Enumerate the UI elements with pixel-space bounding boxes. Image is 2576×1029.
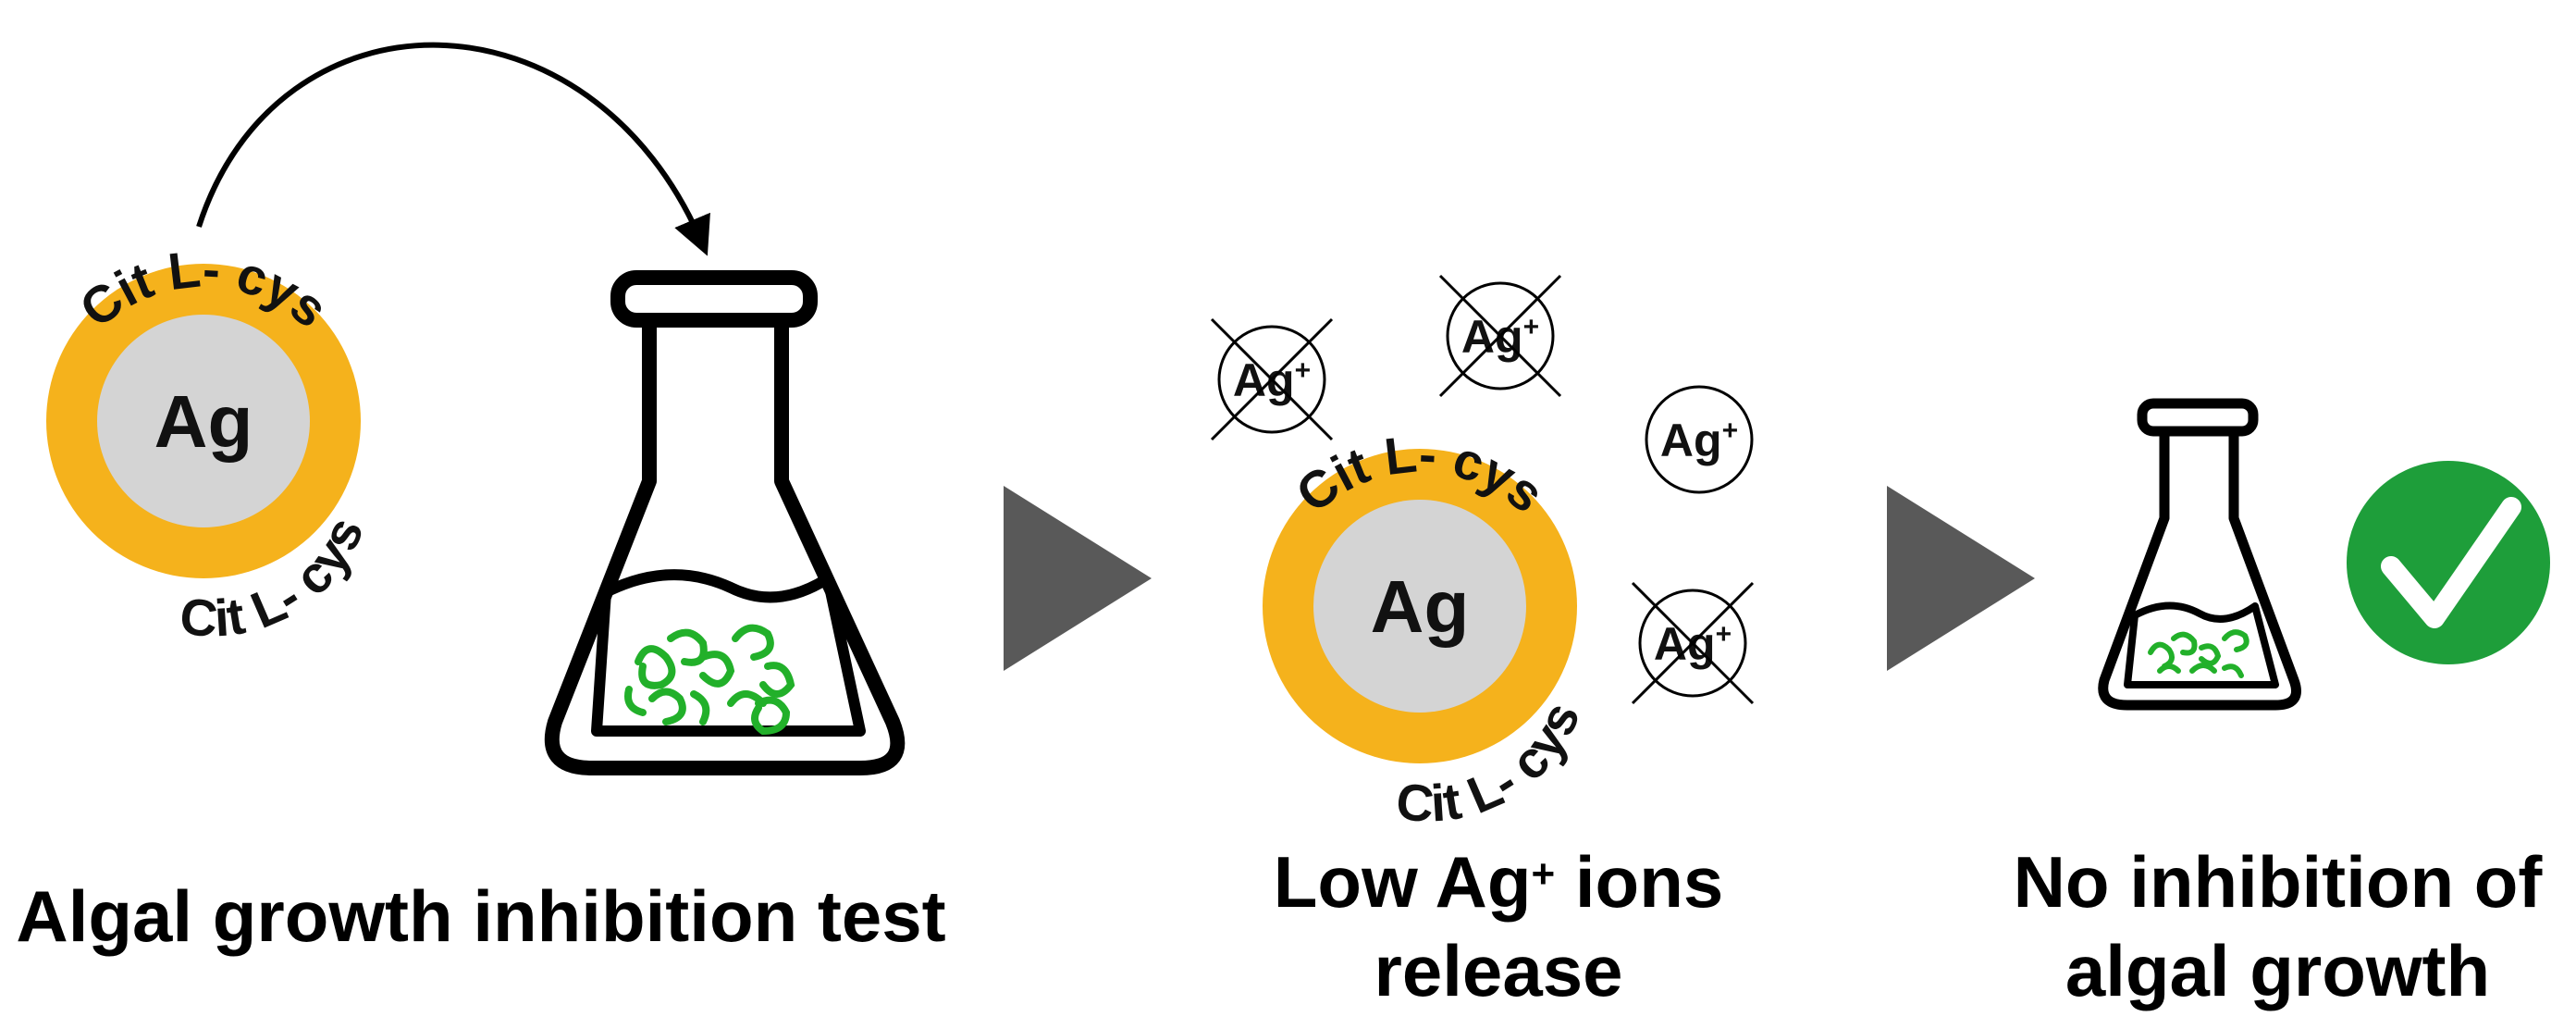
ion-crossed-3: Ag+ (1631, 581, 1755, 705)
caption-step2-line1: Low Ag+ ions (1273, 841, 1724, 923)
caption-step3-line1: No inhibition of (2013, 841, 2543, 923)
flask-liquid-outline (2124, 601, 2279, 688)
cross-line (1438, 274, 1562, 398)
caption-low-ion-release: Low Ag+ ions release (1165, 837, 1831, 1015)
caption-step3-line2: algal growth (2064, 930, 2491, 1011)
algae-small (2148, 629, 2249, 678)
silver-core (97, 315, 310, 527)
svg-text:Ag+: Ag+ (1233, 354, 1311, 406)
core-label: Ag (1371, 565, 1470, 648)
silver-core (1313, 500, 1526, 713)
cross-line (1210, 317, 1334, 441)
check-mark-icon (2381, 497, 2521, 628)
step-arrow-2 (1887, 486, 2035, 671)
caption-step1-text: Algal growth inhibition test (16, 875, 946, 957)
caption-algal-growth-test: Algal growth inhibition test (0, 874, 962, 958)
flask-rim (2137, 398, 2259, 437)
svg-text:Ag+: Ag+ (1461, 311, 1539, 363)
flask-liquid-outline (591, 569, 866, 737)
svg-text:Ag+: Ag+ (1654, 618, 1732, 670)
check-badge (2347, 461, 2550, 664)
ion-crossed-2: Ag+ (1438, 274, 1562, 398)
transfer-arrow (196, 42, 710, 256)
flask-large (544, 270, 906, 775)
ion-crossed-1: Ag+ (1210, 317, 1334, 441)
caption-no-inhibition: No inhibition of algal growth (1979, 837, 2576, 1015)
core-label: Ag (154, 380, 253, 463)
flask-small (2098, 398, 2301, 711)
ion-free: Ag+ (1645, 385, 1754, 494)
flask-body (544, 320, 906, 775)
step-arrow-1 (1004, 486, 1152, 671)
svg-text:Ag+: Ag+ (1660, 415, 1738, 466)
nanoparticle-1: Ag Cit L- cys Cit L- cys (46, 239, 375, 648)
flask-rim (610, 270, 818, 328)
nanoparticle-2: Ag Cit L- cys Cit L- cys (1263, 424, 1591, 834)
caption-step2-line2: release (1374, 930, 1623, 1011)
algae-large (624, 624, 795, 736)
flask-body (2098, 431, 2301, 711)
cross-line (1631, 581, 1755, 705)
check-circle (2347, 461, 2550, 664)
